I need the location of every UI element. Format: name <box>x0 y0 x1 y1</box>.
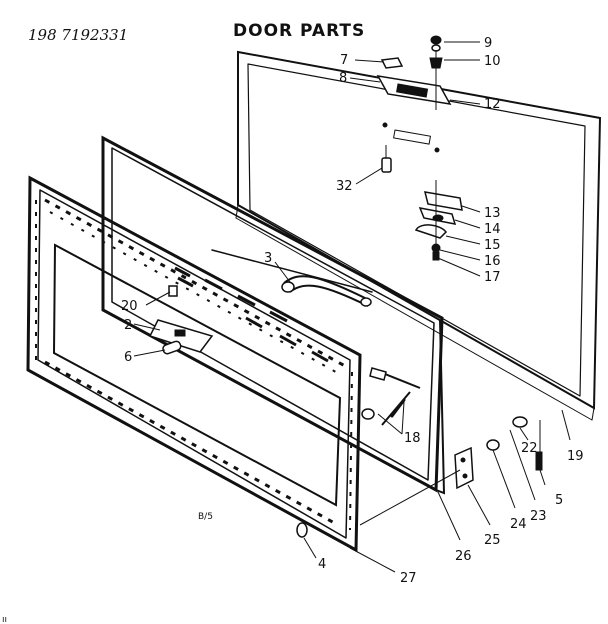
callout-5: 5 <box>555 493 563 508</box>
lower-hinge-parts <box>414 180 463 261</box>
callout-7: 7 <box>340 53 348 68</box>
callout-12: 12 <box>484 97 501 112</box>
callout-8: 8 <box>339 71 347 86</box>
callout-10: 10 <box>484 54 501 69</box>
front-door-panel <box>26 175 362 553</box>
door-handle <box>211 249 373 307</box>
upper-hinge-parts <box>376 35 452 173</box>
callout-25: 25 <box>484 533 501 548</box>
callout-16: 16 <box>484 254 501 269</box>
corner-mark: ıı <box>2 615 7 624</box>
callout-9: 9 <box>484 36 492 51</box>
callout-22: 22 <box>521 441 538 456</box>
callout-24: 24 <box>510 517 527 532</box>
callout-labels: 7 8 9 10 12 32 13 14 15 16 17 3 20 2 6 1… <box>121 36 584 586</box>
callout-14: 14 <box>484 222 501 237</box>
door-gasket-frame <box>101 135 446 495</box>
callout-6: 6 <box>124 350 132 365</box>
callout-26: 26 <box>455 549 472 564</box>
callout-23: 23 <box>530 509 547 524</box>
callout-20: 20 <box>121 299 138 314</box>
back-door-panel <box>235 50 602 421</box>
lower-door-parts <box>296 367 543 538</box>
callout-17: 17 <box>484 270 501 285</box>
diagram-title: DOOR PARTS <box>233 21 365 41</box>
callout-15: 15 <box>484 238 501 253</box>
callout-4: 4 <box>318 557 326 572</box>
callout-27: 27 <box>400 571 417 586</box>
callout-13: 13 <box>484 206 501 221</box>
callout-19: 19 <box>567 449 584 464</box>
callout-2: 2 <box>124 318 132 333</box>
latch-assembly <box>148 285 214 355</box>
leader-lines <box>133 41 571 573</box>
callout-32: 32 <box>336 179 353 194</box>
page-note: B/5 <box>198 512 213 522</box>
callout-18: 18 <box>404 431 421 446</box>
handwritten-number: 198 7192331 <box>28 26 128 44</box>
callout-3: 3 <box>264 251 272 266</box>
